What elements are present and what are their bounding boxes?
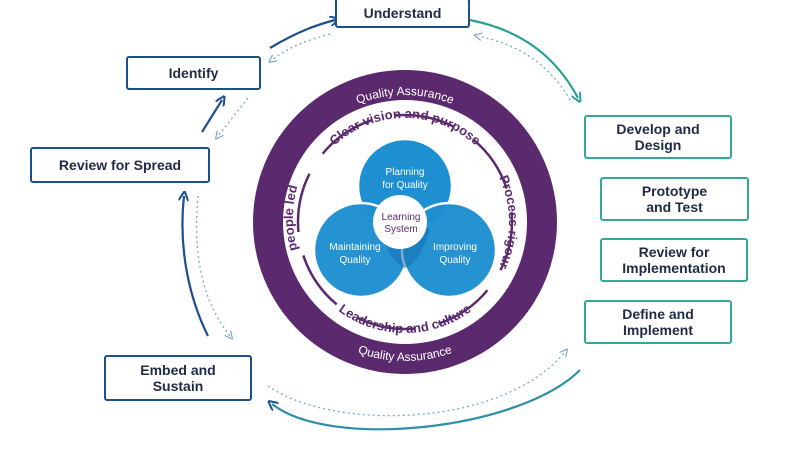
venn-center-learning xyxy=(373,195,427,249)
step-embed-and-sustain[interactable]: Embed and Sustain xyxy=(104,355,252,401)
label-people-led: people led xyxy=(281,183,301,253)
step-identify[interactable]: Identify xyxy=(126,56,261,90)
venn-diagram xyxy=(312,137,498,299)
arrow-bottom xyxy=(272,369,581,431)
step-define-and-implement[interactable]: Define and Implement xyxy=(584,300,732,344)
svg-text:people led: people led xyxy=(281,183,301,253)
step-understand[interactable]: Understand xyxy=(335,0,470,28)
dotted-arrow-top-right xyxy=(478,36,571,101)
dotted-arrow-left-b xyxy=(195,195,230,336)
step-review-for-spread[interactable]: Review for Spread xyxy=(30,147,210,183)
arrow-left-up xyxy=(201,100,222,133)
step-review-for-implementation[interactable]: Review for Implementation xyxy=(600,238,748,282)
arrow-top-right xyxy=(469,18,578,98)
dotted-arrow-left-a xyxy=(218,97,249,136)
inner-framework-ring xyxy=(296,113,514,331)
step-prototype-and-test[interactable]: Prototype and Test xyxy=(600,177,749,221)
arrow-top-left xyxy=(269,20,335,49)
arrow-left-down xyxy=(182,196,209,337)
dotted-arrow-top-left xyxy=(272,33,331,60)
step-develop-and-design[interactable]: Develop and Design xyxy=(584,115,732,159)
